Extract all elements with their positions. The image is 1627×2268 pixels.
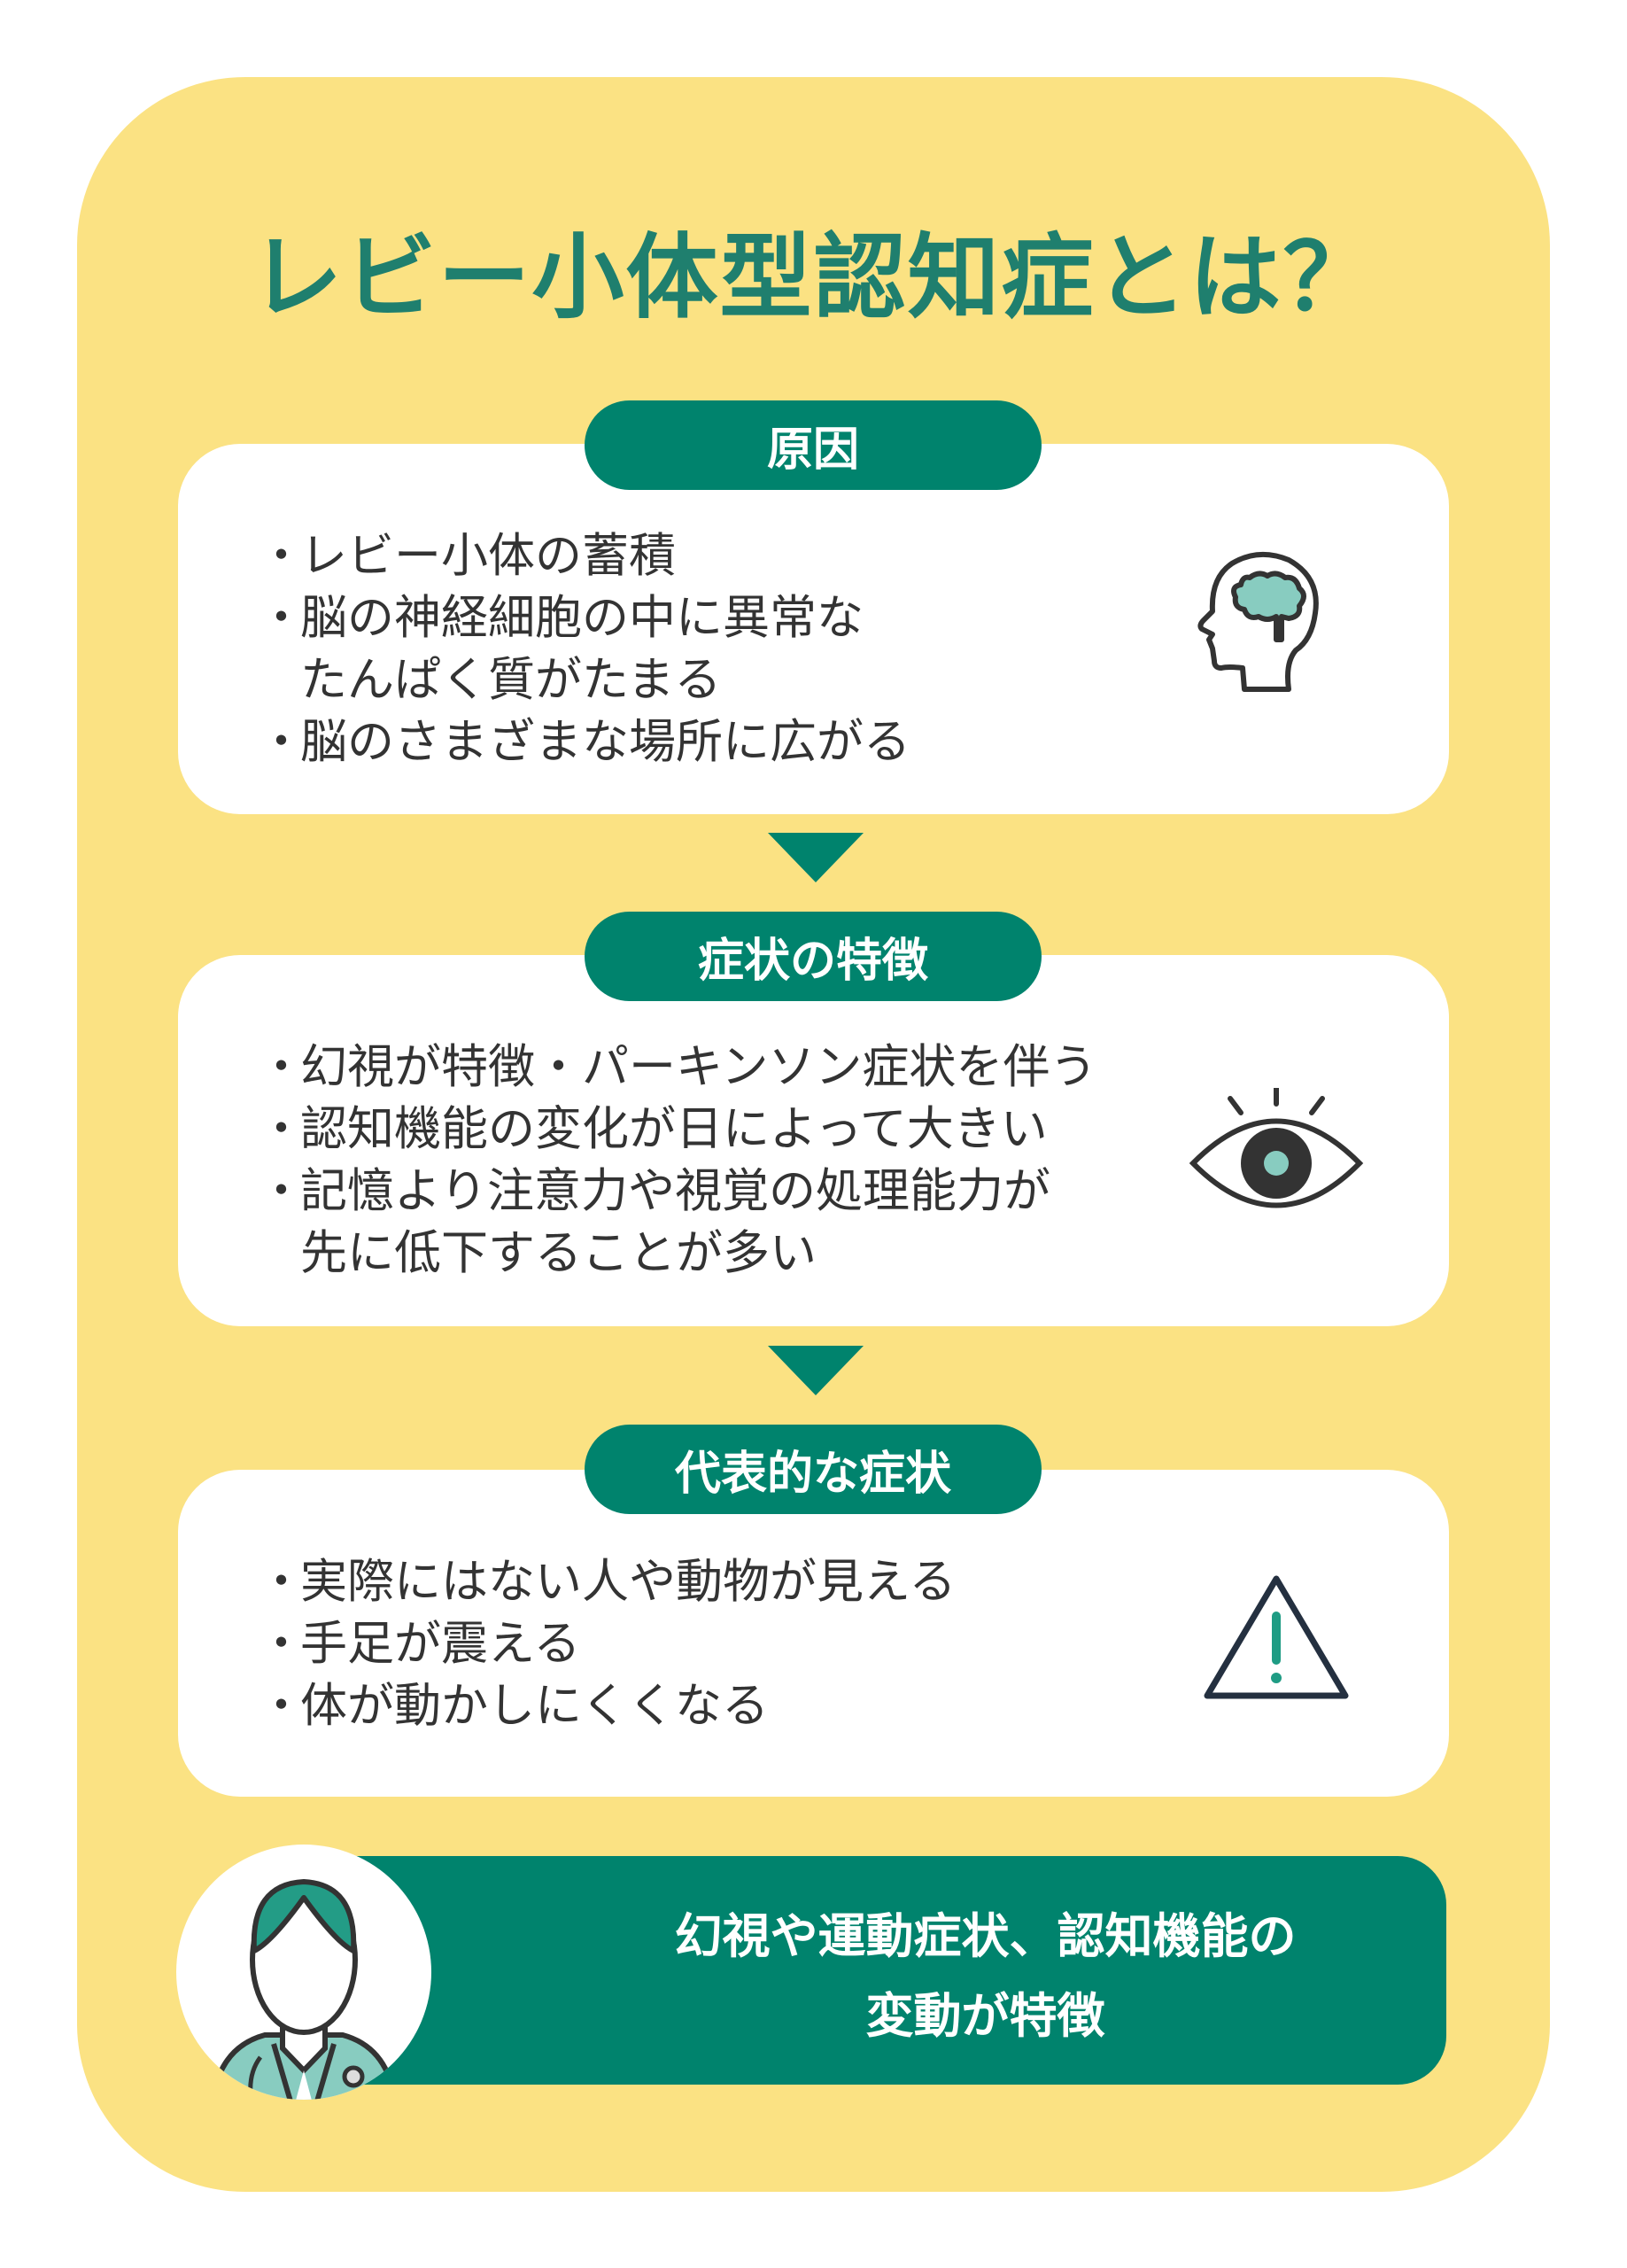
list-item: ・脳の神経細胞の中に異常な [258, 591, 864, 645]
symptom-features-list: ・幻視が特徴・パーキンソン症状を伴う ・認知機能の変化が日によって大きい ・記憶… [258, 1037, 1096, 1285]
list-item: ・脳のさまざまな場所に広がる [258, 715, 910, 769]
typical-symptoms-heading: 代表的な症状 [585, 1425, 1042, 1514]
list-item: ・認知機能の変化が日によって大きい [258, 1102, 1048, 1156]
cause-card: ・レビー小体の蓄積 ・脳の神経細胞の中に異常な たんぱく質がたまる ・脳のさまざ… [178, 444, 1449, 814]
summary-banner: 幻視や運動症状、認知機能の 変動が特徴 [347, 1856, 1446, 2085]
typical-symptoms-list: ・実際にはない人や動物が見える ・手足が震える ・体が動かしにくくなる [258, 1551, 956, 1737]
list-item: ・レビー小体の蓄積 [258, 529, 676, 583]
cause-list: ・レビー小体の蓄積 ・脳の神経細胞の中に異常な たんぱく質がたまる ・脳のさまざ… [258, 525, 910, 773]
page-title: レビー小体型認知症とは？ [250, 223, 1377, 331]
warning-icon [1204, 1575, 1349, 1699]
symptom-features-heading: 症状の特徴 [585, 912, 1042, 1001]
list-item: ・幻視が特徴・パーキンソン症状を伴う [258, 1040, 1097, 1094]
summary-line-1: 幻視や運動症状、認知機能の [674, 1908, 1297, 1964]
doctor-avatar [176, 1845, 431, 2100]
list-item: ・実際にはない人や動物が見える [258, 1555, 957, 1609]
list-item: ・手足が震える [258, 1617, 581, 1671]
summary-text: 幻視や運動症状、認知機能の 変動が特徴 [524, 1897, 1446, 2056]
list-item-continuation: たんぱく質がたまる [300, 653, 722, 707]
cause-heading: 原因 [585, 400, 1042, 490]
symptom-features-card: ・幻視が特徴・パーキンソン症状を伴う ・認知機能の変化が日によって大きい ・記憶… [178, 955, 1449, 1326]
typical-symptoms-card: ・実際にはない人や動物が見える ・手足が震える ・体が動かしにくくなる [178, 1470, 1449, 1797]
summary-line-2: 変動が特徴 [865, 1988, 1105, 2044]
list-item: ・記憶より注意力や視覚の処理能力が [258, 1164, 1050, 1218]
down-arrow-icon [768, 1346, 864, 1395]
list-item: ・体が動かしにくくなる [258, 1679, 769, 1733]
doctor-icon [210, 1879, 398, 2100]
list-item-continuation: 先に低下することが多い [300, 1226, 817, 1280]
brain-head-icon [1197, 551, 1319, 692]
eye-icon [1189, 1088, 1364, 1208]
down-arrow-icon [768, 833, 864, 882]
